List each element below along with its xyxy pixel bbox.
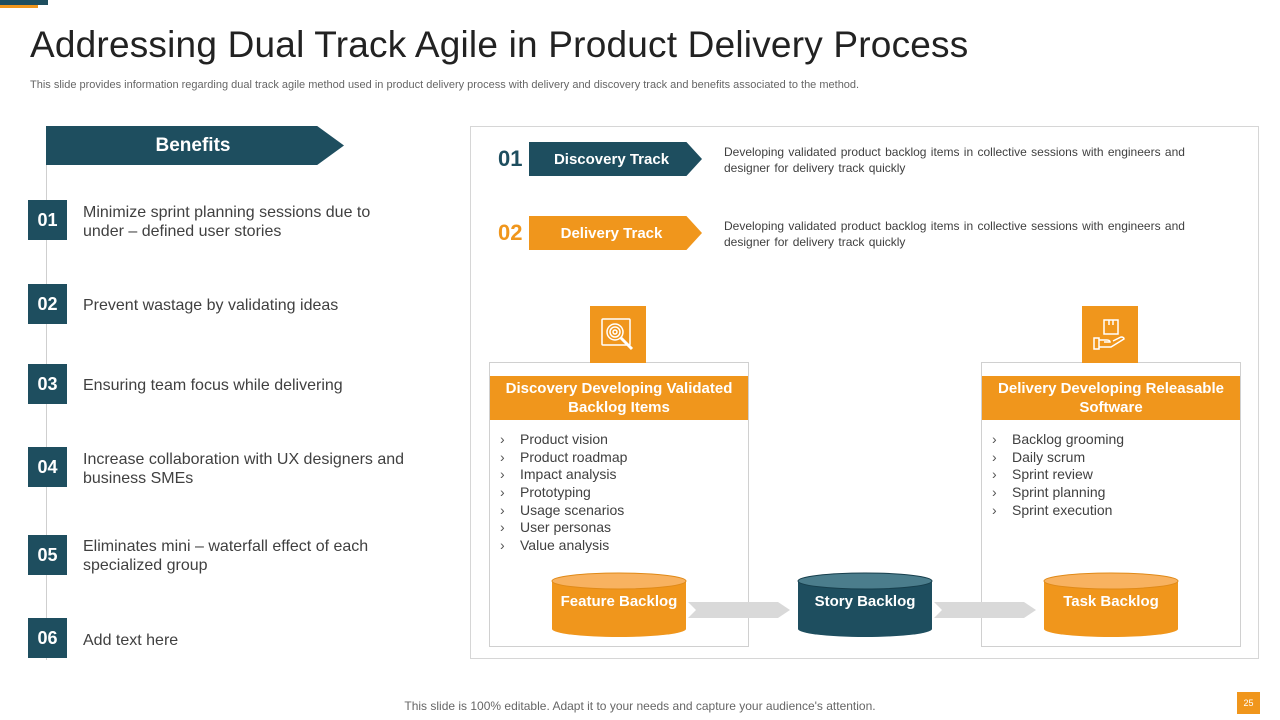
benefit-number-03: 03 bbox=[28, 364, 67, 404]
dual-track-panel bbox=[470, 126, 1259, 659]
task-backlog-cylinder: Task Backlog bbox=[1043, 572, 1179, 638]
discovery-card-heading: Discovery Developing Validated Backlog I… bbox=[490, 376, 748, 420]
benefit-text-03: Ensuring team focus while delivering bbox=[83, 377, 343, 394]
list-item: ›Backlog grooming bbox=[992, 431, 1125, 447]
track-number-02: 02 bbox=[498, 220, 523, 245]
benefit-text-06: Add text here bbox=[83, 632, 179, 649]
benefits-heading: Benefits bbox=[155, 134, 231, 156]
list-item: ›Product vision bbox=[500, 431, 608, 447]
discovery-activity-list: ›Product vision ›Product roadmap ›Impact… bbox=[500, 431, 627, 555]
slide-subtitle: This slide provides information regardin… bbox=[30, 79, 860, 91]
delivery-card-heading: Delivery Developing Releasable Software bbox=[982, 376, 1240, 420]
feature-backlog-label: Feature Backlog bbox=[560, 593, 678, 610]
list-item: ›Value analysis bbox=[500, 537, 610, 554]
hand-box-icon bbox=[1082, 306, 1138, 363]
accent-bar-orange bbox=[0, 5, 38, 8]
slide-title: Addressing Dual Track Agile in Product D… bbox=[30, 24, 969, 65]
list-item: ›Impact analysis bbox=[500, 466, 617, 483]
benefits-connector-line bbox=[46, 165, 47, 660]
footer-note: This slide is 100% editable. Adapt it to… bbox=[404, 699, 876, 713]
benefit-number-05: 05 bbox=[28, 535, 67, 575]
list-item: ›Sprint review bbox=[992, 466, 1093, 483]
delivery-track-tag: Delivery Track bbox=[529, 216, 702, 250]
discovery-track-description: Developing validated product backlog ite… bbox=[724, 145, 1185, 175]
magnifier-fingerprint-icon bbox=[590, 306, 646, 363]
benefit-text-01: Minimize sprint planning sessions due to… bbox=[83, 204, 371, 240]
list-item: ›User personas bbox=[500, 519, 612, 536]
story-backlog-cylinder: Story Backlog bbox=[797, 572, 933, 638]
benefit-text-05: Eliminates mini – waterfall effect of ea… bbox=[83, 538, 369, 574]
task-backlog-label: Task Backlog bbox=[1063, 593, 1159, 610]
feature-backlog-cylinder: Feature Backlog bbox=[551, 572, 687, 638]
list-item: ›Prototyping bbox=[500, 484, 591, 501]
benefit-text-02: Prevent wastage by validating ideas bbox=[83, 297, 339, 314]
delivery-activity-list: ›Backlog grooming ›Daily scrum ›Sprint r… bbox=[992, 431, 1124, 519]
page-number: 25 bbox=[1237, 692, 1260, 714]
story-backlog-label: Story Backlog bbox=[814, 593, 916, 610]
flow-arrow-story-to-task bbox=[934, 602, 1036, 618]
benefit-number-06: 06 bbox=[28, 618, 67, 658]
delivery-track-description: Developing validated product backlog ite… bbox=[724, 219, 1185, 249]
discovery-track-label: Discovery Track bbox=[553, 150, 670, 168]
list-item: ›Sprint planning bbox=[992, 484, 1106, 501]
flow-arrow-feature-to-story bbox=[688, 602, 790, 618]
discovery-track-tag: Discovery Track bbox=[529, 142, 702, 176]
list-item: ›Daily scrum bbox=[992, 448, 1086, 465]
benefits-banner: Benefits bbox=[46, 126, 344, 165]
benefit-number-01: 01 bbox=[28, 200, 67, 240]
list-item: ›Sprint execution bbox=[992, 501, 1113, 518]
benefit-number-04: 04 bbox=[28, 447, 67, 487]
list-item: ›Usage scenarios bbox=[500, 501, 625, 518]
list-item: ›Product roadmap bbox=[500, 448, 628, 465]
benefit-number-02: 02 bbox=[28, 284, 67, 324]
benefit-text-04: Increase collaboration with UX designers… bbox=[83, 451, 405, 487]
delivery-track-label: Delivery Track bbox=[560, 224, 663, 242]
accent-bar-dark bbox=[0, 0, 48, 5]
track-number-01: 01 bbox=[498, 146, 523, 171]
